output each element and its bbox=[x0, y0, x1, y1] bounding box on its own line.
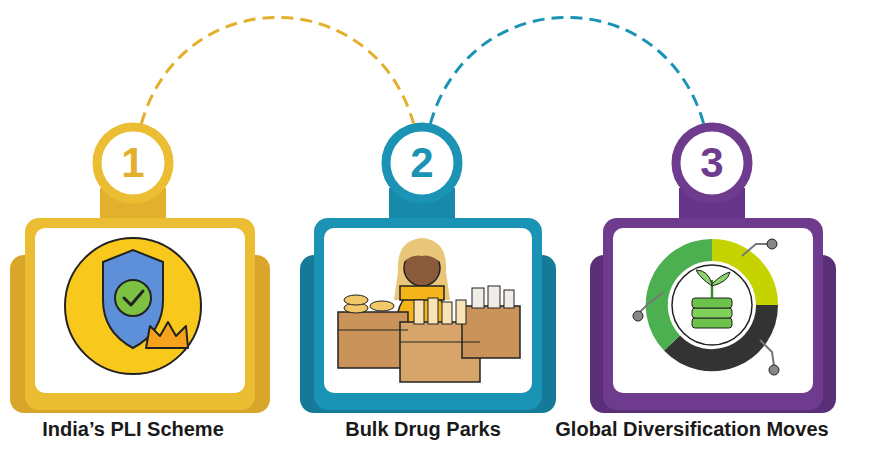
step-title: India’s PLI Scheme bbox=[42, 417, 224, 441]
step-number: 2 bbox=[382, 123, 462, 203]
step-card: India’s PLI Scheme bbox=[10, 218, 270, 413]
step-card: Bulk Drug Parks bbox=[300, 218, 556, 413]
step-number: 3 bbox=[672, 123, 752, 203]
shield-icon bbox=[65, 238, 201, 374]
growth-ring-icon bbox=[633, 239, 779, 375]
step-title: Bulk Drug Parks bbox=[345, 417, 501, 441]
number-circle: 1 bbox=[93, 123, 173, 203]
step-card: Global Diversification Moves bbox=[590, 218, 836, 413]
dashed-connector bbox=[430, 17, 703, 124]
number-circle: 3 bbox=[672, 123, 752, 203]
worker-with-boxes-icon bbox=[338, 238, 520, 382]
number-circle: 2 bbox=[382, 123, 462, 203]
dashed-connector bbox=[141, 17, 413, 124]
step-title: Global Diversification Moves bbox=[555, 417, 828, 441]
step-number: 1 bbox=[93, 123, 173, 203]
